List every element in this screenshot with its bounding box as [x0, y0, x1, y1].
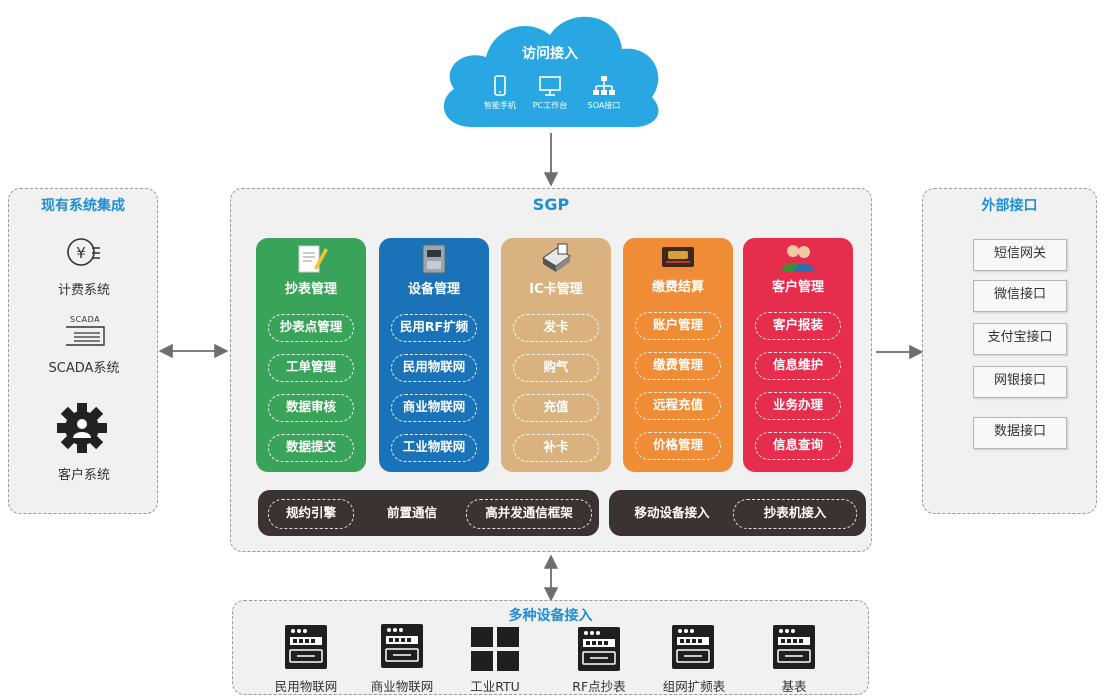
module-item[interactable]: 商业物联网 [391, 394, 477, 422]
cloud-item-smartphone[interactable]: 智能手机 [470, 75, 530, 111]
gear-person-icon [57, 403, 107, 453]
module-item[interactable]: 抄表点管理 [268, 314, 354, 342]
module-device-management[interactable]: 设备管理 民用RF扩频 民用物联网 商业物联网 工业物联网 [379, 238, 489, 472]
module-item[interactable]: 数据审核 [268, 394, 354, 422]
device-label: 工业RTU [470, 679, 520, 694]
module-item[interactable]: 发卡 [513, 314, 599, 342]
left-item-label: 计费系统 [57, 283, 110, 298]
module-item[interactable]: 缴费管理 [635, 352, 721, 380]
module-customer[interactable]: 客户管理 客户报装 信息维护 业务办理 信息查询 [743, 238, 853, 472]
module-title: 抄表管理 [284, 282, 337, 297]
left-item-label: SCADA系统 [48, 361, 120, 376]
module-item[interactable]: 民用RF扩频 [391, 314, 477, 342]
module-item[interactable]: 补卡 [513, 434, 599, 462]
cloud-title: 访问接入 [522, 46, 578, 62]
device-label: 民用物联网 [274, 679, 338, 694]
module-title: 设备管理 [407, 282, 460, 297]
bar-item-mobile-access[interactable]: 移动设备接入 [634, 505, 710, 520]
left-item-label: 客户系统 [57, 468, 110, 483]
communication-bar: 规约引擎 前置通信 高并发通信框架 [258, 490, 599, 536]
bar-item-reader-access[interactable]: 抄表机接入 [733, 499, 857, 529]
module-title: 缴费结算 [651, 280, 704, 295]
svg-text:¥: ¥ [76, 244, 86, 262]
module-billing[interactable]: 缴费结算 账户管理 缴费管理 远程充值 价格管理 [623, 238, 733, 472]
module-item[interactable]: 业务办理 [755, 392, 841, 420]
module-item[interactable]: 信息维护 [755, 352, 841, 380]
ext-netbank[interactable]: 网银接口 [973, 366, 1067, 398]
cloud-item-label: PC工作台 [532, 101, 568, 110]
module-item[interactable]: 数据提交 [268, 434, 354, 462]
monitor-icon [539, 76, 561, 96]
module-item[interactable]: 账户管理 [635, 312, 721, 340]
panel-title: 外部接口 [981, 198, 1038, 214]
billing-yen-icon: ¥ [67, 238, 100, 266]
cloud-shape [443, 16, 659, 128]
module-item[interactable]: 民用物联网 [391, 354, 477, 382]
module-item[interactable]: 充值 [513, 394, 599, 422]
cloud-item-label: SOA接口 [587, 101, 621, 110]
module-item[interactable]: 远程充值 [635, 392, 721, 420]
notepad-pencil-icon [298, 245, 328, 273]
ext-data-interface[interactable]: 数据接口 [973, 417, 1067, 449]
module-item[interactable]: 工单管理 [268, 354, 354, 382]
network-tree-icon [593, 76, 615, 95]
device-label: 组网扩频表 [662, 679, 726, 694]
users-icon [782, 245, 814, 272]
existing-systems-panel: 现有系统集成 [8, 188, 158, 514]
module-meter-reading[interactable]: 抄表管理 抄表点管理 工单管理 数据审核 数据提交 [256, 238, 366, 472]
cloud-item-soa[interactable]: SOA接口 [574, 75, 634, 111]
bar-item-frontend-comm[interactable]: 前置通信 [386, 505, 437, 520]
ext-sms-gateway[interactable]: 短信网关 [973, 239, 1067, 271]
module-item[interactable]: 价格管理 [635, 432, 721, 460]
sgp-title: SGP [532, 195, 570, 214]
module-item[interactable]: 信息查询 [755, 432, 841, 460]
cloud-item-pc[interactable]: PC工作台 [520, 75, 580, 111]
scada-meter-icon: SCADA [64, 313, 106, 347]
smartphone-icon [494, 75, 506, 96]
module-title: IC卡管理 [529, 282, 583, 297]
module-item[interactable]: 购气 [513, 354, 599, 382]
device-label: 基表 [781, 679, 807, 694]
cloud-item-label: 智能手机 [484, 101, 516, 110]
device-label: RF点抄表 [572, 679, 626, 694]
card-reader-icon [542, 243, 571, 272]
bar-item-concurrency-framework[interactable]: 高并发通信框架 [466, 499, 592, 529]
device-label: 商业物联网 [370, 679, 434, 694]
gas-meter-icon [422, 244, 446, 274]
module-item[interactable]: 工业物联网 [391, 434, 477, 462]
access-cloud: 访问接入 智能手机 PC工作台 SOA接口 [432, 5, 668, 131]
ext-alipay[interactable]: 支付宝接口 [973, 323, 1067, 355]
ext-wechat[interactable]: 微信接口 [973, 280, 1067, 312]
scada-icon-text: SCADA [70, 315, 101, 324]
bar-item-protocol-engine[interactable]: 规约引擎 [268, 499, 354, 529]
panel-title: 现有系统集成 [41, 198, 125, 214]
device-access-bar: 移动设备接入 抄表机接入 [609, 490, 866, 536]
payment-card-icon [662, 247, 694, 267]
module-ic-card[interactable]: IC卡管理 发卡 购气 充值 补卡 [501, 238, 611, 472]
panel-title: 多种设备接入 [508, 608, 593, 624]
module-title: 客户管理 [771, 280, 824, 295]
module-item[interactable]: 客户报装 [755, 312, 841, 340]
device-access-panel: 多种设备接入 [232, 600, 869, 695]
